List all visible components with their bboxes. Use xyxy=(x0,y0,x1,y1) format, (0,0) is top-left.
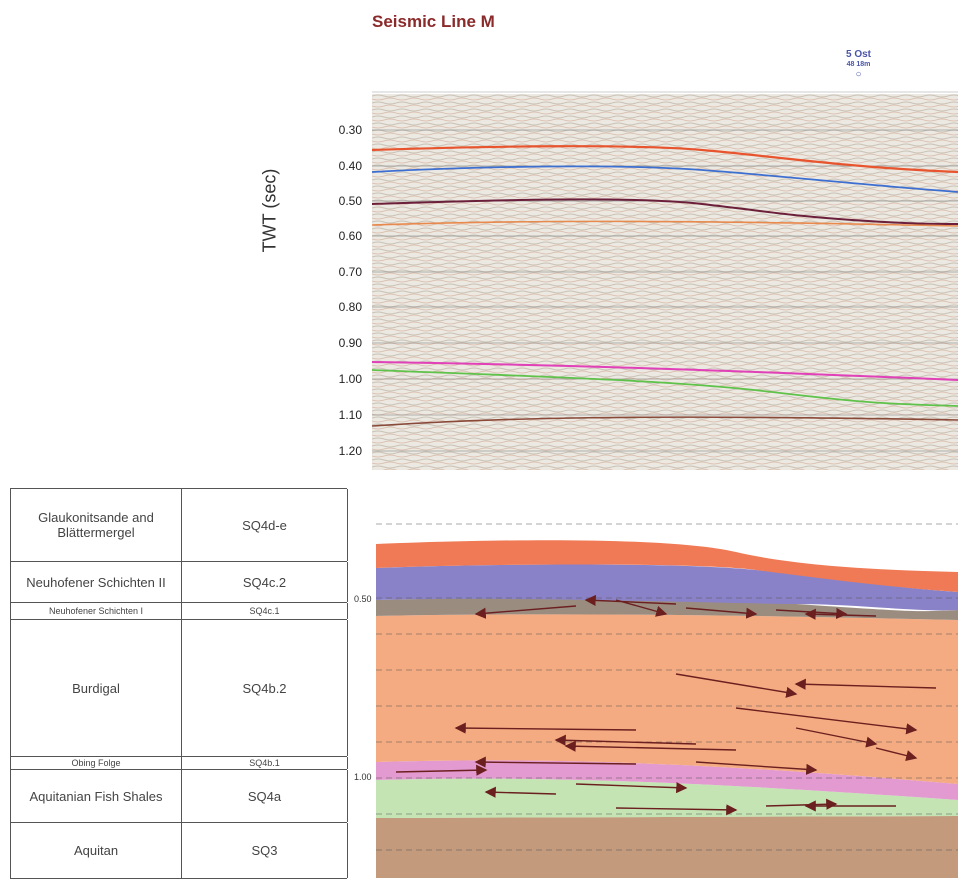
strat-unit: Glaukonitsande and Blättermergel xyxy=(11,489,182,561)
strat-sequence: SQ4b.2 xyxy=(182,620,348,756)
y-axis-label: TWT (sec) xyxy=(259,168,280,253)
twt-tick: 0.30 xyxy=(338,123,362,137)
well-circle-icon: ○ xyxy=(855,69,862,80)
horizon-orange-lower xyxy=(372,220,958,227)
twt-tick: 0.80 xyxy=(338,300,362,314)
wheeler-tick: 1.00 xyxy=(354,772,372,782)
well-depth: 48 18m xyxy=(846,61,871,68)
grid-lines xyxy=(372,129,958,452)
strat-row: Aquitanian Fish Shales SQ4a xyxy=(11,770,348,823)
strat-sequence: SQ4d-e xyxy=(182,489,348,561)
twt-tick: 0.60 xyxy=(338,229,362,243)
horizon-maroon xyxy=(372,198,958,225)
obing-fill xyxy=(376,760,958,800)
strat-sequence: SQ4c.2 xyxy=(182,562,348,602)
seismic-section xyxy=(372,91,958,470)
strat-row: Neuhofener Schichten II SQ4c.2 xyxy=(11,562,348,603)
horizon-orange xyxy=(372,145,958,174)
aquitan-fill xyxy=(376,816,958,878)
strat-row: Obing Folge SQ4b.1 xyxy=(11,757,348,770)
strat-sequence: SQ4a xyxy=(182,770,348,822)
twt-tick: 0.50 xyxy=(338,194,362,208)
horizon-deep xyxy=(372,416,958,427)
twt-tick: 1.00 xyxy=(338,372,362,386)
burdigal-fill xyxy=(376,614,958,784)
strat-row: Glaukonitsande and Blättermergel SQ4d-e xyxy=(11,489,348,562)
strat-unit: Obing Folge xyxy=(11,757,182,769)
well-name: 5 Ost xyxy=(846,49,872,60)
horizon-pink xyxy=(372,361,958,381)
well-marker: 5 Ost 48 18m ○ xyxy=(846,50,871,80)
twt-tick: 0.90 xyxy=(338,336,362,350)
strat-row: Neuhofener Schichten I SQ4c.1 xyxy=(11,603,348,620)
stratigraphy-table: Glaukonitsande and Blättermergel SQ4d-e … xyxy=(10,488,348,879)
twt-tick: 1.10 xyxy=(338,408,362,422)
strat-row: Aquitan SQ3 xyxy=(11,823,348,879)
horizon-green xyxy=(372,369,958,407)
sq4c2-fill xyxy=(376,564,958,611)
strat-unit: Burdigal xyxy=(11,620,182,756)
strat-sequence: SQ4c.1 xyxy=(182,603,348,619)
interpreted-section xyxy=(376,488,958,878)
wheeler-grid xyxy=(376,523,958,851)
wheeler-tick: 0.50 xyxy=(354,594,372,604)
strat-sequence: SQ4b.1 xyxy=(182,757,348,769)
sq4de-fill xyxy=(376,540,958,592)
strat-sequence: SQ3 xyxy=(182,823,348,878)
strat-unit: Neuhofener Schichten I xyxy=(11,603,182,619)
seismic-line-title: Seismic Line M xyxy=(372,12,495,31)
seismic-background xyxy=(372,94,958,470)
strat-unit: Aquitan xyxy=(11,823,182,878)
onlap-arrows xyxy=(395,594,937,816)
twt-tick: 1.20 xyxy=(338,444,362,458)
twt-tick: 0.40 xyxy=(338,159,362,173)
strat-unit: Aquitanian Fish Shales xyxy=(11,770,182,822)
strat-unit: Neuhofener Schichten II xyxy=(11,562,182,602)
twt-tick: 0.70 xyxy=(338,265,362,279)
strat-row: Burdigal SQ4b.2 xyxy=(11,620,348,757)
horizon-blue xyxy=(372,165,958,193)
